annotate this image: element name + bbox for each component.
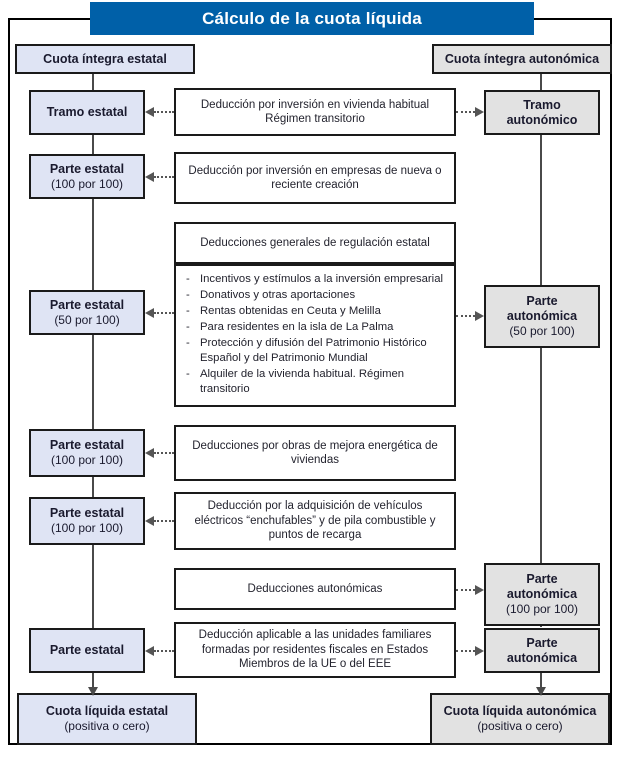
line-2: reciente creación <box>271 179 359 191</box>
box-tramo-estatal[interactable]: Tramo estatal <box>29 90 145 135</box>
connector-right-trunk-b <box>540 135 542 285</box>
arrow-to-parte-autonomica-100 <box>456 585 484 595</box>
diagram-title: Cálculo de la cuota líquida <box>90 2 534 35</box>
box-label: Parte <box>526 635 558 650</box>
line-2: viviendas <box>291 454 339 466</box>
list-item: - Donativos y otras aportaciones <box>186 288 446 303</box>
box-deducciones-obras-mejora[interactable]: Deducciones por obras de mejora energéti… <box>174 425 456 481</box>
box-cuota-liquida-estatal[interactable]: Cuota líquida estatal (positiva o cero) <box>17 693 197 745</box>
arrow-to-parte-estatal-final <box>145 646 174 656</box>
box-sublabel: (100 por 100) <box>50 521 124 535</box>
line-3: puntos de recarga <box>268 529 362 542</box>
line-1: Deducción por la adquisición de vehículo… <box>207 500 423 513</box>
box-deduccion-empresas-nuevas[interactable]: Deducción por inversión en empresas de n… <box>174 152 456 204</box>
box-label: Parte <box>526 572 558 586</box>
list-item: - Para residentes en la isla de La Palma <box>186 320 446 335</box>
box-cuota-liquida-autonomica[interactable]: Cuota líquida autonómica (positiva o cer… <box>430 693 610 745</box>
arrow-to-tramo-estatal <box>145 107 174 117</box>
list-item-label: Rentas obtenidas en Ceuta y Melilla <box>200 305 381 318</box>
line-1: Deducción por inversión en empresas de n… <box>188 164 442 177</box>
box-label: Tramo <box>523 97 561 112</box>
box-cuota-integra-autonomica[interactable]: Cuota íntegra autonómica <box>432 44 612 74</box>
list-item: - Rentas obtenidas en Ceuta y Melilla <box>186 304 446 319</box>
connector-right-trunk-c <box>540 348 542 563</box>
arrow-to-parte-estatal-50 <box>145 308 174 318</box>
box-deduccion-unidades-familiares[interactable]: Deducción aplicable a las unidades famil… <box>174 622 456 678</box>
box-cuota-integra-estatal[interactable]: Cuota íntegra estatal <box>15 44 195 74</box>
box-parte-autonomica-final[interactable]: Parte autonómica <box>484 628 600 673</box>
box-label: Parte <box>526 294 558 308</box>
box-tramo-autonomico[interactable]: Tramo autonómico <box>484 90 600 135</box>
box-sublabel: (positiva o cero) <box>477 719 563 733</box>
box-sublabel: (50 por 100) <box>509 324 575 338</box>
list-item-label: Donativos y otras aportaciones <box>200 289 356 302</box>
bullet-marker: - <box>186 273 190 285</box>
arrow-to-parte-autonomica-50 <box>456 311 484 321</box>
arrow-to-parte-estatal-100-a <box>145 172 174 182</box>
line-1: Deducciones generales de regulación esta… <box>200 236 430 249</box>
bullet-marker: - <box>186 321 190 334</box>
bullet-marker: - <box>186 368 190 381</box>
box-deduccion-vivienda-habitual[interactable]: Deducción por inversión en vivienda habi… <box>174 88 456 136</box>
box-label: Cuota líquida autonómica <box>443 704 597 718</box>
line-2: formadas por residentes fiscales en Esta… <box>201 643 429 656</box>
list-item-label: Alquiler de la vivienda habitual. Régime… <box>200 368 405 395</box>
box-label: Tramo estatal <box>46 105 128 119</box>
bullet-marker: - <box>186 337 190 350</box>
line-1: Deducción por inversión en vivienda habi… <box>200 98 430 111</box>
box-parte-estatal-final[interactable]: Parte estatal <box>29 628 145 673</box>
line-2: Régimen transitorio <box>265 113 365 125</box>
bullet-marker: - <box>186 305 190 318</box>
box-sublabel: (100 por 100) <box>50 176 124 191</box>
box-label: Cuota íntegra autonómica <box>444 51 600 66</box>
list-item: - Protección y difusión del Patrimonio H… <box>186 336 446 365</box>
line-1: Deducción aplicable a las unidades famil… <box>198 629 432 642</box>
box-deducciones-generales-header[interactable]: Deducciones generales de regulación esta… <box>174 222 456 264</box>
box-parte-autonomica-50[interactable]: Parte autonómica (50 por 100) <box>484 285 600 348</box>
box-label: Parte estatal <box>49 161 125 176</box>
box-sublabel: (50 por 100) <box>54 312 120 327</box>
line-3: Miembros de la UE o del EEE <box>238 658 392 671</box>
box-label: Parte estatal <box>49 297 125 312</box>
connector-left-trunk-b <box>92 135 94 659</box>
box-sublabel: (100 por 100) <box>50 453 124 467</box>
arrow-to-tramo-autonomico <box>456 107 484 117</box>
box-label: Cuota íntegra estatal <box>43 51 167 66</box>
connector-right-trunk-a <box>540 74 542 90</box>
box-sublabel: (100 por 100) <box>505 602 579 616</box>
list-item-label: Incentivos y estímulos a la inversión em… <box>200 273 443 285</box>
box-deduccion-vehiculos-electricos[interactable]: Deducción por la adquisición de vehículo… <box>174 492 456 550</box>
bullet-marker: - <box>186 289 190 302</box>
box-label: Parte estatal <box>49 643 125 657</box>
box-sublabel: (positiva o cero) <box>64 719 150 733</box>
list-item-label: Protección y difusión del Patrimonio His… <box>200 337 427 364</box>
box-label-2: autonómico <box>506 112 578 127</box>
box-parte-autonomica-100[interactable]: Parte autonómica (100 por 100) <box>484 563 600 626</box>
box-label-2: autonómica <box>506 587 578 601</box>
box-deducciones-generales-list[interactable]: - Incentivos y estímulos a la inversión … <box>174 264 456 407</box>
arrow-to-parte-autonomica-final <box>456 646 484 656</box>
box-label: Parte estatal <box>49 506 125 520</box>
box-label-2: autonómica <box>506 650 578 665</box>
box-label: Parte estatal <box>49 438 125 452</box>
box-deducciones-autonomicas[interactable]: Deducciones autonómicas <box>174 568 456 610</box>
box-parte-estatal-50[interactable]: Parte estatal (50 por 100) <box>29 290 145 335</box>
box-parte-estatal-100-vivienda-nueva[interactable]: Parte estatal (100 por 100) <box>29 154 145 199</box>
list-item: - Incentivos y estímulos a la inversión … <box>186 272 446 287</box>
box-label-2: autonómica <box>506 309 578 323</box>
arrow-to-parte-estatal-100-c <box>145 516 174 526</box>
box-label: Cuota líquida estatal <box>45 704 169 718</box>
list-item-label: Para residentes en la isla de La Palma <box>200 321 394 334</box>
box-parte-estatal-100-obras[interactable]: Parte estatal (100 por 100) <box>29 429 145 477</box>
box-parte-estatal-100-vehiculos[interactable]: Parte estatal (100 por 100) <box>29 497 145 545</box>
list-item: - Alquiler de la vivienda habitual. Régi… <box>186 367 446 396</box>
line-1: Deducciones autonómicas <box>247 582 383 595</box>
connector-left-trunk-a <box>92 74 94 90</box>
line-1: Deducciones por obras de mejora energéti… <box>192 439 438 452</box>
line-2: eléctricos “enchufables” y de pila combu… <box>194 514 436 527</box>
arrow-to-parte-estatal-100-b <box>145 448 174 458</box>
